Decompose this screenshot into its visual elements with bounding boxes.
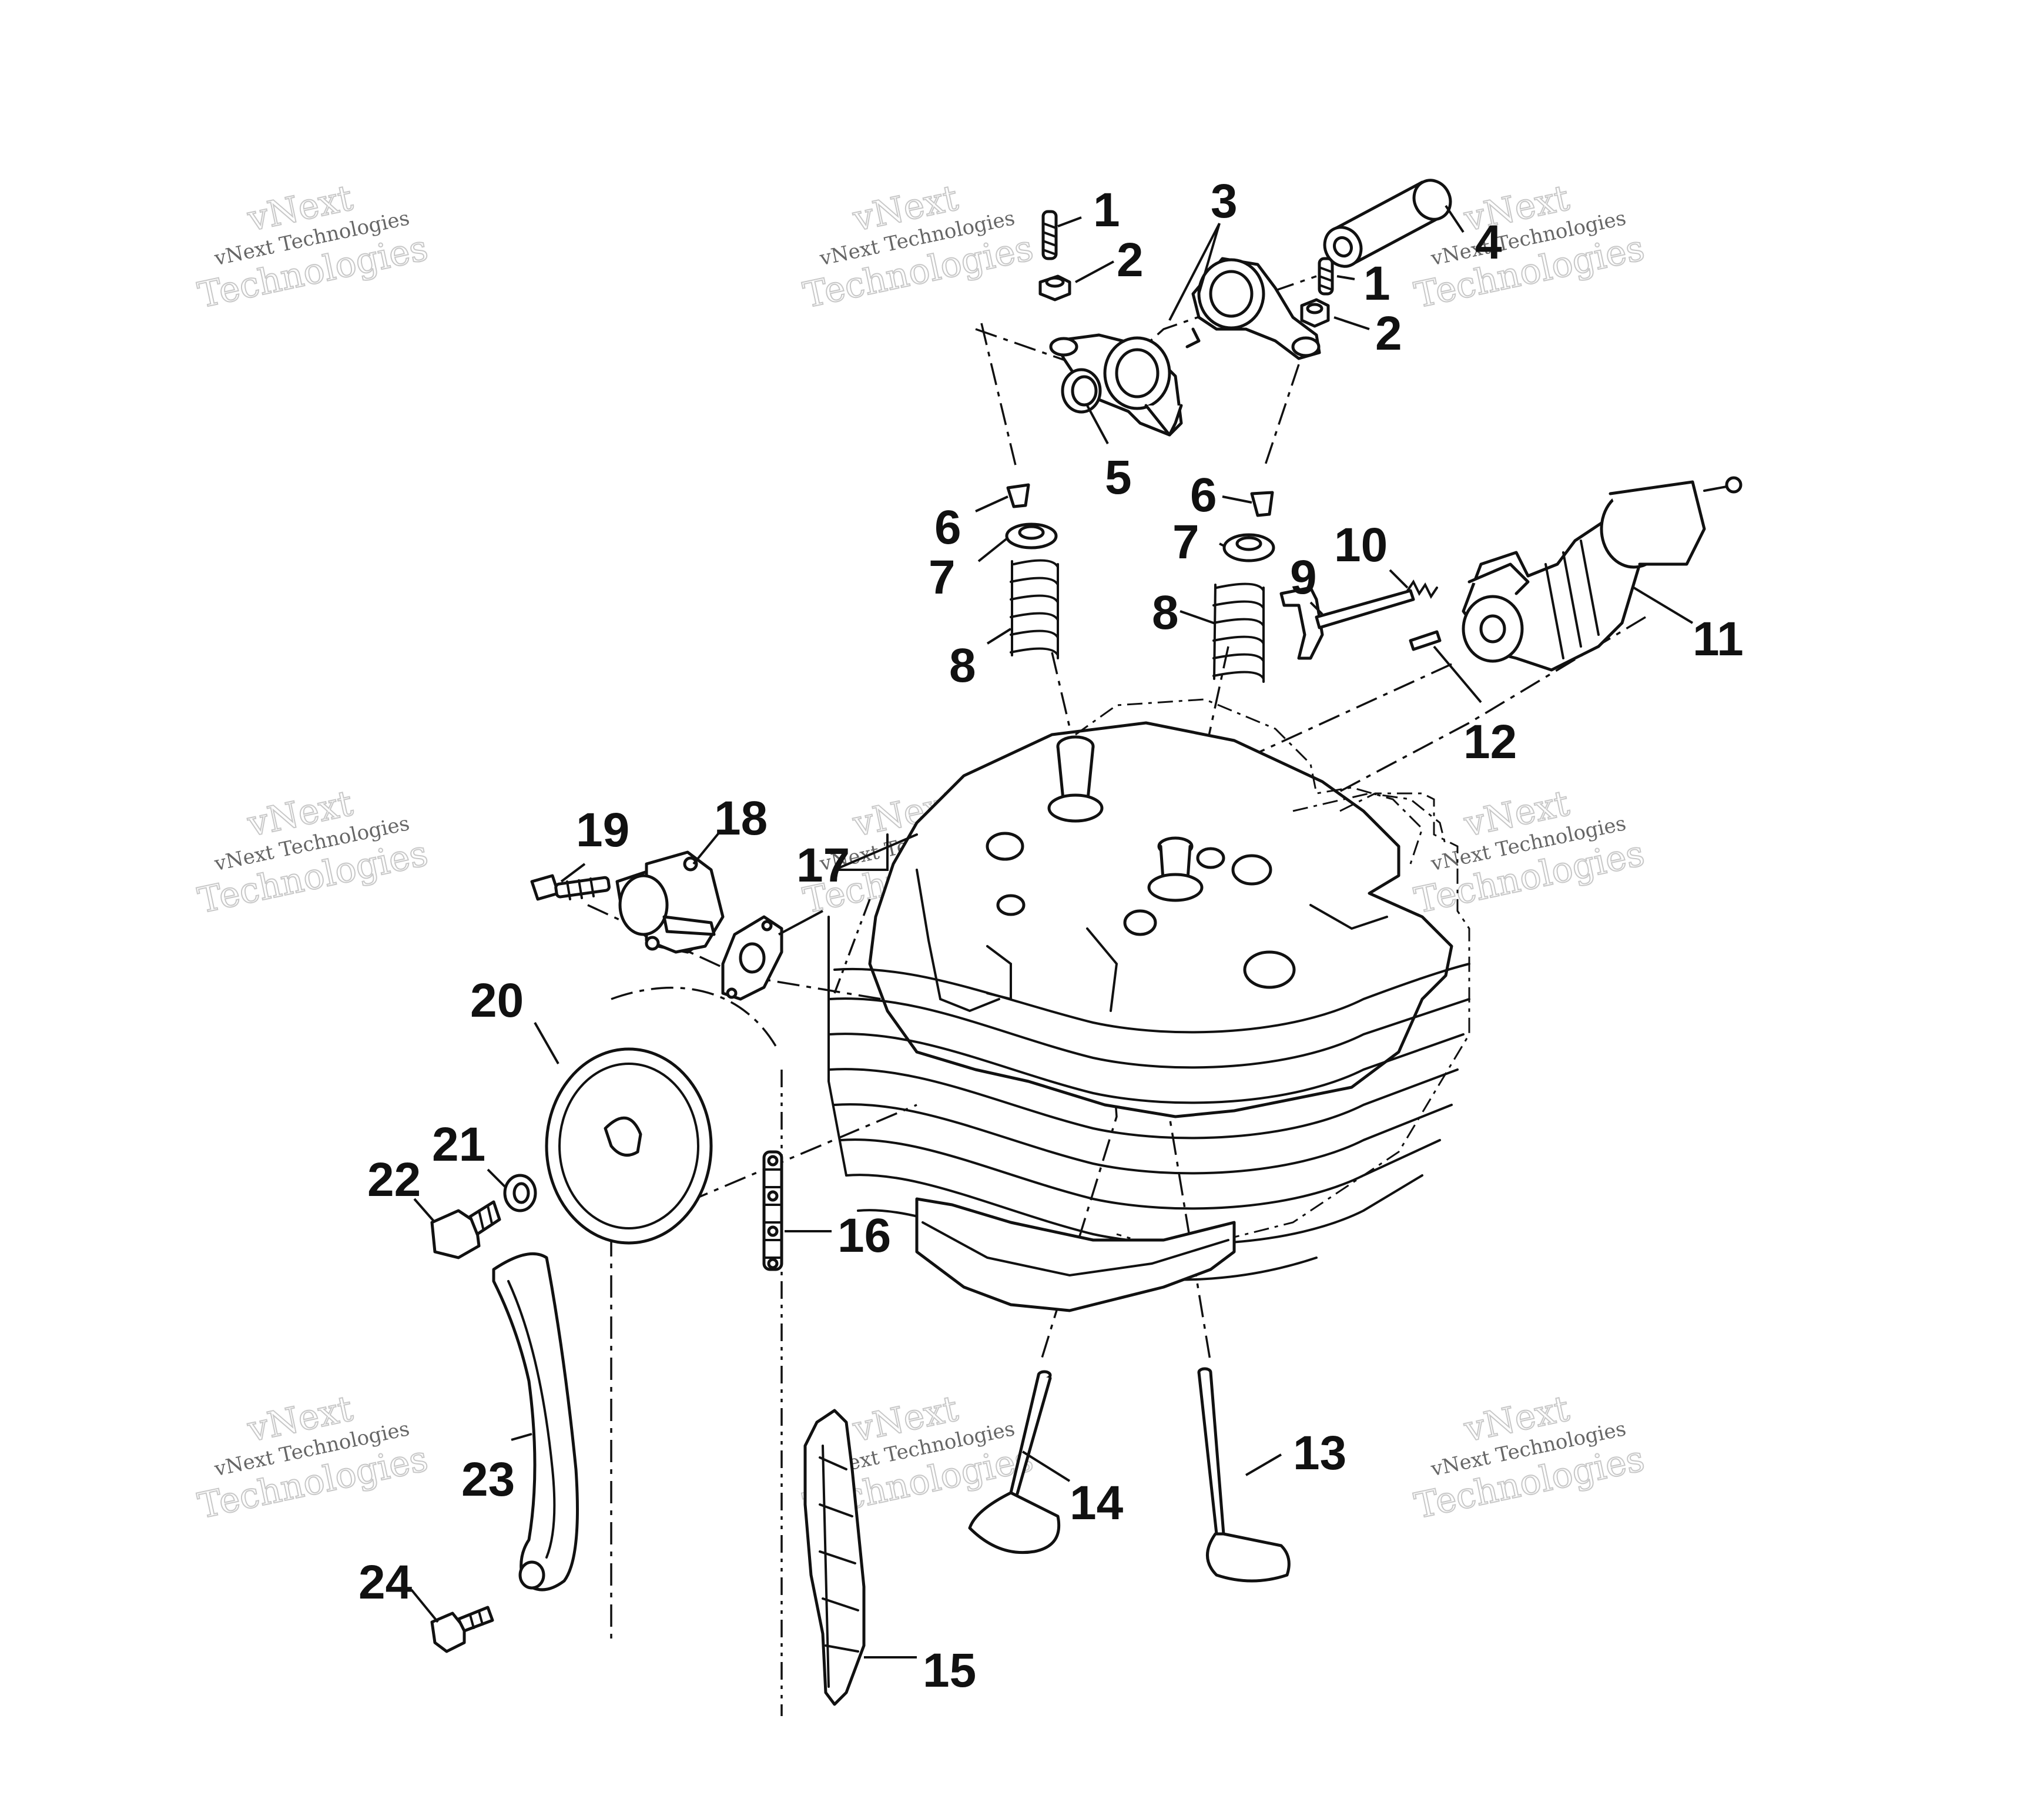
callout-7: 7 (929, 551, 956, 604)
part-13-exhaust-valve (1197, 1367, 1291, 1583)
part-7-spring-retainer (1222, 533, 1275, 562)
callout-23: 23 (461, 1453, 515, 1506)
part-10-spring (1406, 579, 1438, 599)
callout-24: 24 (358, 1556, 413, 1609)
part-15-chain-guide (803, 1409, 866, 1706)
part-5-washer (1061, 368, 1102, 414)
watermark: vNext vNext Technologies Technologies (1410, 1388, 1648, 1527)
callout-11: 11 (1693, 612, 1744, 666)
callout-8: 8 (1152, 586, 1179, 639)
callout-6: 6 (934, 501, 961, 554)
callout-10: 10 (1334, 518, 1388, 572)
callout-2: 2 (1117, 233, 1144, 287)
part-6-valve-cotter (1006, 483, 1030, 508)
callout-9: 9 (1290, 551, 1317, 604)
callout-8: 8 (949, 639, 976, 692)
watermark: vNext vNext Technologies Technologies (194, 782, 432, 922)
callout-20: 20 (470, 974, 524, 1027)
part-6-valve-cotter (1250, 491, 1274, 517)
callout-5: 5 (1105, 451, 1132, 504)
leader-lines (410, 205, 1694, 1658)
part-24-pivot-bolt (430, 1606, 494, 1653)
callout-14: 14 (1070, 1476, 1124, 1530)
part-22-sprocket-bolt (430, 1200, 501, 1259)
callout-7: 7 (1172, 515, 1199, 569)
callout-3: 3 (1211, 175, 1238, 228)
callout-22: 22 (367, 1153, 421, 1207)
callout-16: 16 (837, 1209, 891, 1262)
part-19-bolt (530, 874, 611, 901)
part-8-valve-spring (1212, 582, 1265, 683)
part-3-rocker-arm (1185, 257, 1321, 360)
watermark: vNext vNext Technologies Technologies (194, 1388, 432, 1527)
callout-19: 19 (576, 803, 629, 857)
part-2-lock-nut (1038, 274, 1071, 301)
part-3-rocker-arm (1049, 333, 1183, 437)
part-20-cam-sprocket (545, 1047, 713, 1245)
callout-1: 1 (1363, 257, 1390, 310)
part-18-chain-tensioner (615, 850, 725, 954)
callout-13: 13 (1293, 1426, 1346, 1480)
callout-12: 12 (1463, 715, 1517, 769)
part-8-valve-spring (1010, 559, 1059, 659)
part-1-adjuster-screw (1041, 210, 1058, 260)
callout-18: 18 (714, 792, 768, 845)
part-2-lock-nut (1300, 298, 1330, 328)
callout-4: 4 (1475, 216, 1502, 269)
part-11-camshaft (1462, 476, 1743, 672)
part-21-washer (503, 1174, 537, 1212)
callout-17: 17 (796, 839, 850, 892)
callout-15: 15 (923, 1644, 976, 1697)
part-14-intake-valve (968, 1370, 1061, 1554)
callout-2: 2 (1375, 307, 1402, 360)
part-23-chain-guide (492, 1252, 579, 1591)
callout-6: 6 (1190, 468, 1217, 522)
part-17-gasket (721, 915, 783, 1001)
part-16-cam-chain (762, 1150, 783, 1271)
callout-1: 1 (1093, 183, 1120, 237)
part-12-dowel-pin (1409, 630, 1442, 651)
part-4-rocker-shaft (1323, 179, 1452, 268)
watermark: vNext vNext Technologies Technologies (799, 177, 1037, 317)
callout-21: 21 (432, 1118, 485, 1171)
watermark: vNext vNext Technologies Technologies (1410, 782, 1648, 922)
part-1-adjuster-screw (1318, 257, 1334, 296)
callout-labels: 1 2 3 4 1 2 5 6 7 8 6 7 8 9 10 11 12 13 … (358, 175, 1744, 1697)
part-7-spring-retainer (1005, 522, 1058, 549)
watermark: vNext vNext Technologies Technologies (194, 177, 432, 317)
cylinder-head (827, 698, 1470, 1312)
